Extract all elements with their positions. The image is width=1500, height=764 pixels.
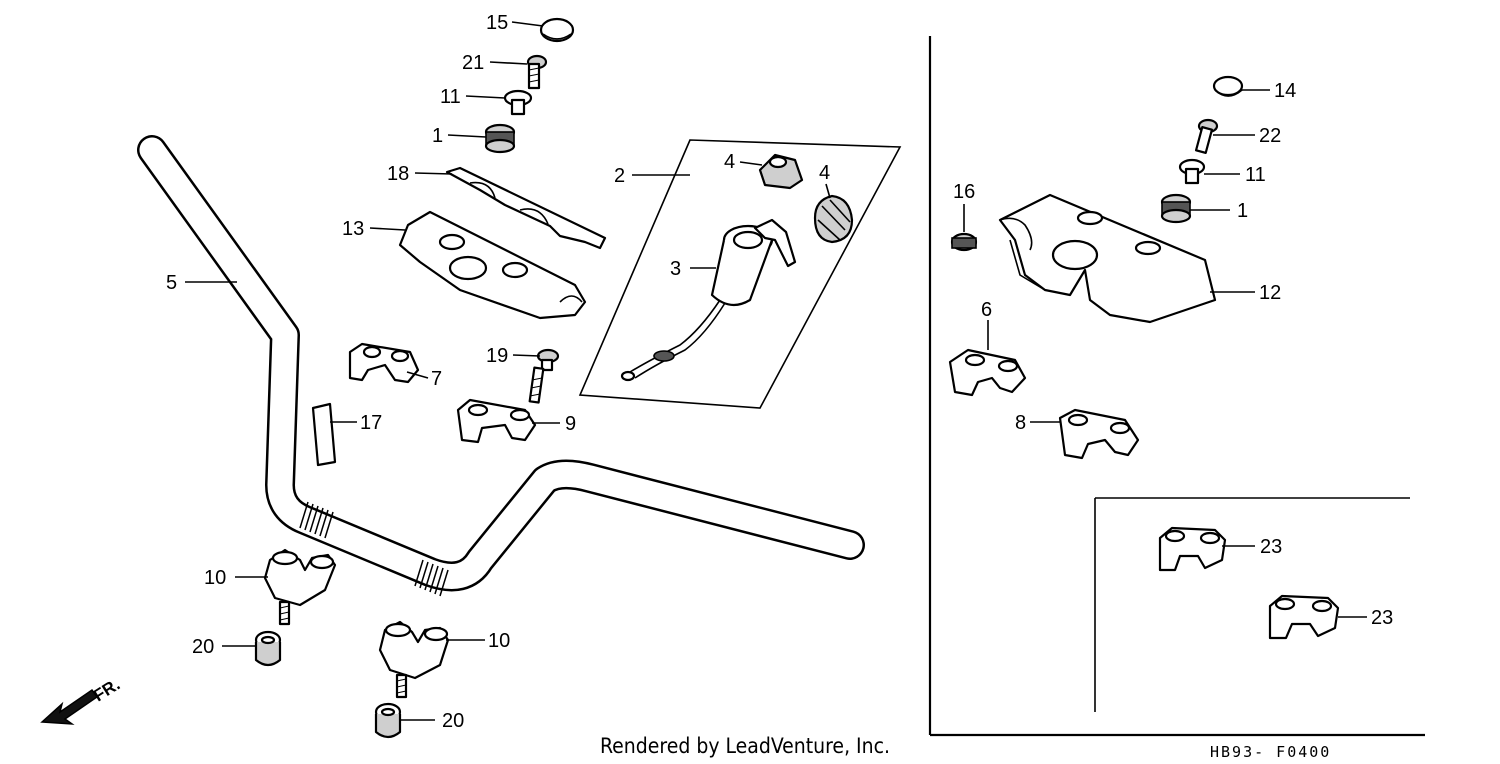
part-4-key-cap-a <box>758 153 804 190</box>
part-16-plug <box>950 232 978 252</box>
part-15-cap <box>539 17 575 43</box>
label-14: 14 <box>1274 80 1296 102</box>
label-4-b: 4 <box>819 162 830 184</box>
label-9: 9 <box>565 413 576 435</box>
part-18-plate <box>445 166 607 250</box>
label-21: 21 <box>462 52 484 74</box>
front-direction-arrow: FR. <box>40 675 123 725</box>
part-12-handlebar-cover <box>998 193 1217 324</box>
label-11-right: 11 <box>1245 164 1266 186</box>
leader-lines <box>185 21 1367 721</box>
label-10-upper: 10 <box>204 567 226 589</box>
label-2: 2 <box>614 165 625 187</box>
label-23-b: 23 <box>1371 607 1393 629</box>
part-number-labels: 15 21 11 1 18 13 5 2 4 4 3 7 17 19 9 10 … <box>166 12 1393 732</box>
label-19: 19 <box>486 345 508 367</box>
diagram-code: HB93- F0400 <box>1210 743 1331 761</box>
part-9-lower-holder <box>456 398 537 444</box>
render-credit: Rendered by LeadVenture, Inc. <box>600 734 890 758</box>
part-7-lower-holder <box>348 342 420 384</box>
label-16: 16 <box>953 181 975 203</box>
section-frames <box>578 36 1425 737</box>
ignition-switch-group-box <box>578 139 902 409</box>
part-17-tape <box>311 402 337 467</box>
part-23-upper-holder-a <box>1158 526 1227 572</box>
label-22: 22 <box>1259 125 1281 147</box>
label-8: 8 <box>1015 412 1026 434</box>
label-1-right: 1 <box>1237 200 1248 222</box>
part-19-bolt <box>528 348 560 404</box>
label-20-upper: 20 <box>192 636 214 658</box>
part-4-key-cap-b <box>813 194 854 244</box>
part-1-rubber-right <box>1160 193 1192 224</box>
label-6: 6 <box>981 299 992 321</box>
part-6-lower-holder <box>948 348 1027 397</box>
part-1-rubber <box>484 123 516 154</box>
label-3: 3 <box>670 258 681 280</box>
part-11-collar-right <box>1178 158 1206 185</box>
handlebar <box>137 135 865 597</box>
part-20-nut-upper <box>254 630 282 667</box>
part-8-lower-holder <box>1058 408 1140 460</box>
part-10-riser-lower <box>378 620 450 699</box>
label-4-a: 4 <box>724 151 735 173</box>
part-14-cap <box>1212 75 1244 97</box>
part-13-upper-holder <box>398 210 587 320</box>
label-20-lower: 20 <box>442 710 464 732</box>
label-13: 13 <box>342 218 364 240</box>
direction-label: FR. <box>90 675 123 706</box>
label-5: 5 <box>166 272 177 294</box>
label-23-a: 23 <box>1260 536 1282 558</box>
label-11-left: 11 <box>440 86 461 108</box>
part-21-bolt <box>526 54 548 90</box>
label-18: 18 <box>387 163 409 185</box>
label-1-left: 1 <box>432 125 443 147</box>
label-10-lower: 10 <box>488 630 510 652</box>
part-3-ignition-switch <box>620 218 797 382</box>
label-15: 15 <box>486 12 508 34</box>
label-12: 12 <box>1259 282 1281 304</box>
part-10-riser-upper <box>263 548 337 626</box>
label-17: 17 <box>360 412 382 434</box>
part-22-bolt <box>1194 118 1219 154</box>
label-7: 7 <box>431 368 442 390</box>
part-11-collar <box>503 89 533 116</box>
part-20-nut-lower <box>374 702 402 739</box>
part-23-upper-holder-b <box>1268 594 1340 640</box>
